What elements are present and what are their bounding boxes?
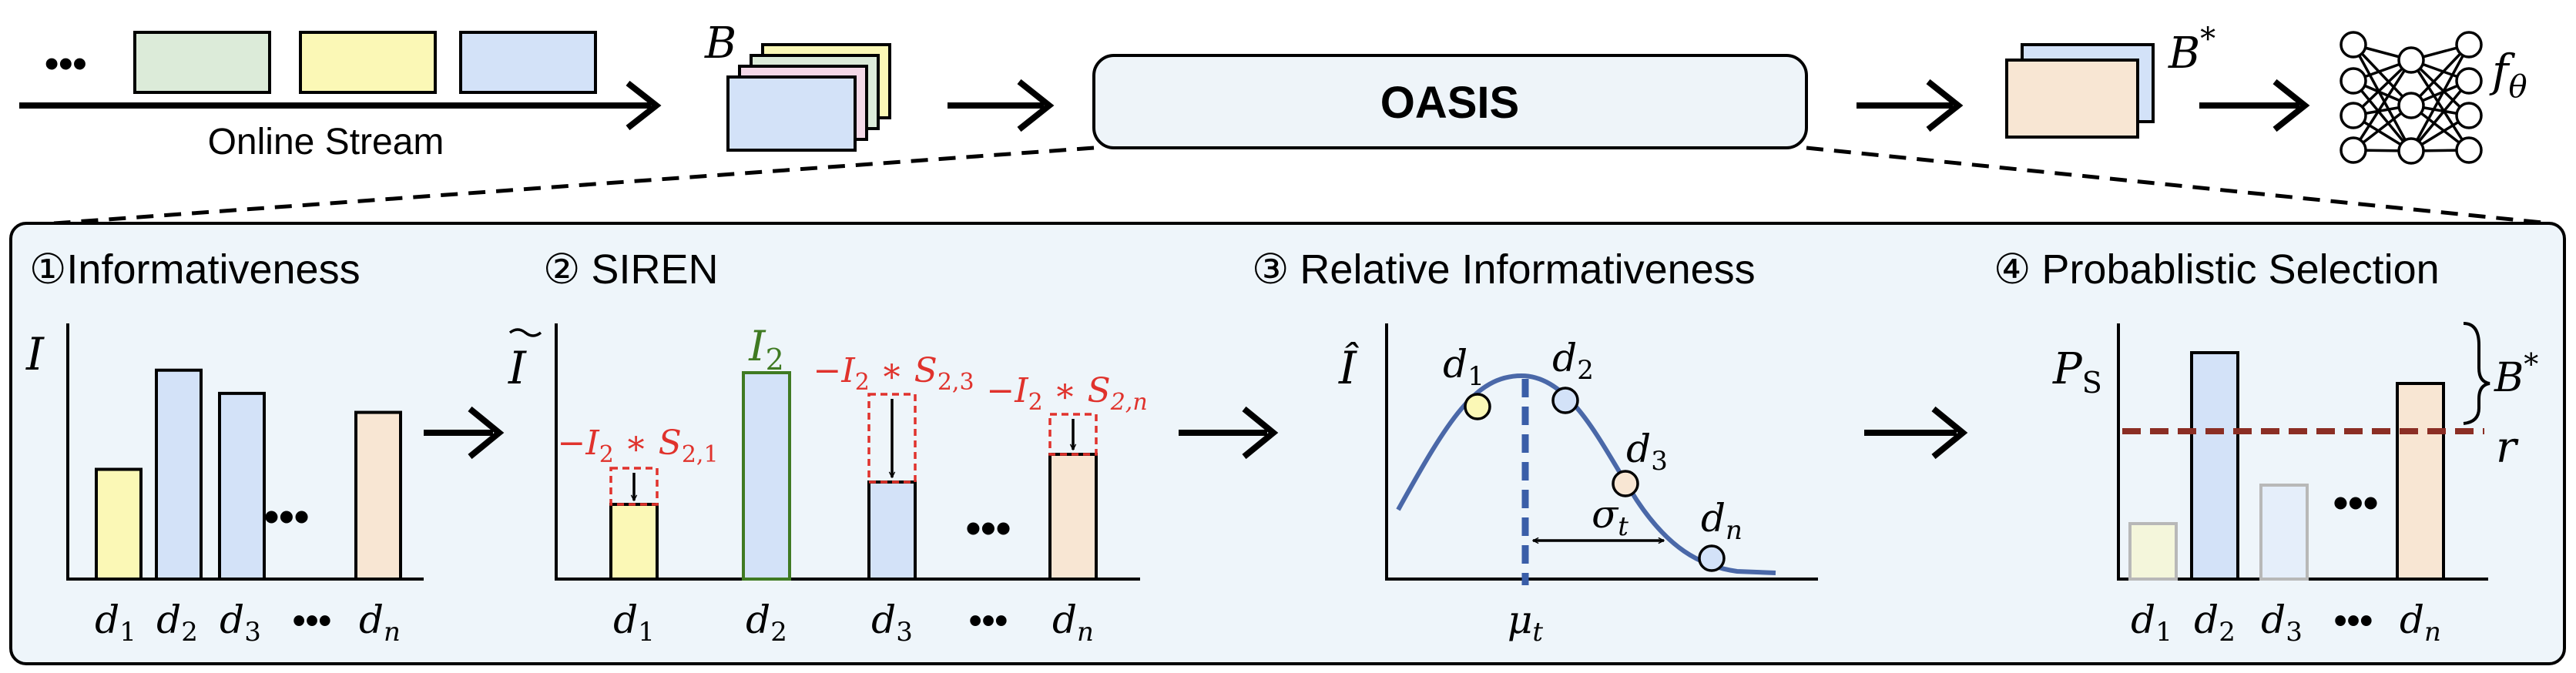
batch-stack: [726, 43, 891, 152]
panel-1-bars: [95, 368, 402, 581]
panel-4-ellipsis: •••: [2333, 478, 2379, 527]
panel-2-label-dn: dn: [1052, 598, 1094, 648]
panel-1-label-d2: d2: [156, 598, 198, 648]
panel-2-penalty-label-dn: −I2 ∗ S2,n: [986, 371, 1147, 416]
panel-4-label-dn: dn: [2400, 598, 2441, 648]
arrow-to-selected-head: [1926, 79, 1964, 132]
panel-1-bar-d1: [95, 467, 143, 581]
arrow-p3-p4-head: [1931, 406, 1968, 460]
stream-item-yellow: [299, 31, 437, 94]
panel-2-penalty-box-d1: [609, 467, 659, 506]
panel-2-i2-label: I2: [748, 322, 784, 377]
panel-3-point-dn: [1698, 544, 1726, 572]
stream-ellipsis: •••: [45, 42, 87, 86]
batch-var: B: [704, 18, 736, 69]
panel-2-label-d1: d1: [613, 598, 655, 648]
panel-1-label-dn: dn: [359, 598, 401, 648]
panel-3-point-d2: [1551, 387, 1579, 414]
panel-3-label-d2: d2: [1552, 336, 1594, 386]
panel-4-label-d2: d2: [2194, 598, 2236, 648]
arrow-p2-p3-head: [1242, 406, 1279, 460]
panel-2-bar-d3: [867, 480, 917, 581]
panel-4-label-ellipsis: •••: [2334, 601, 2373, 641]
panel-4-bar-d3: [2259, 484, 2309, 581]
panel-2-penalty-box-dn: [1048, 413, 1098, 456]
stream-arrow-head: [626, 80, 662, 131]
stream-item-blue: [459, 31, 597, 94]
panel-4-bar-d2: [2190, 351, 2239, 581]
arrow-to-oasis-head: [1017, 79, 1055, 132]
panel-informativeness: ①Informativeness I ••• d1 d2 d3 ••• dn: [25, 246, 424, 648]
stream-item-green: [133, 31, 271, 94]
panel-3-mu-label: μt: [1508, 598, 1544, 648]
panel-3-label-d3: d3: [1626, 427, 1668, 477]
panel-4-selected-var: B*: [2494, 347, 2538, 401]
panel-2-label-d3: d3: [871, 598, 913, 648]
neural-network-icon: [2340, 31, 2483, 165]
panel-2-penalty-label-d1: −I2 ∗ S2,1: [557, 424, 718, 468]
panel-2-penalty-label-d3: −I2 ∗ S2,3: [813, 351, 974, 396]
panel-2-bar-dn: [1048, 453, 1098, 581]
panel-3-point-d3: [1612, 470, 1639, 497]
panel-2-penalty-box-d3: [867, 393, 917, 484]
panel-1-bar-dn: [354, 410, 402, 581]
selected-batch-stack: [2005, 43, 2155, 139]
panel-2-x-labels: d1 d2 d3 ••• dn: [613, 598, 1094, 648]
panel-4-ylabel: PS: [2052, 344, 2102, 400]
zoom-line-left: [53, 146, 1095, 226]
panel-2-label-ellipsis: •••: [969, 601, 1008, 641]
panel-4-bar-d1: [2128, 522, 2178, 581]
panel-4-x-labels: d1 d2 d3 ••• dn: [2131, 598, 2441, 648]
panel-3-label-d1: d1: [1443, 342, 1484, 392]
panel-4-threshold-label: r: [2496, 423, 2519, 473]
model-var: fθ: [2489, 45, 2527, 105]
panel-3-sigma-label: σt: [1592, 492, 1628, 542]
panel-2-ylabel: I: [508, 342, 527, 394]
panel-2-ylabel-tilde: [508, 328, 542, 337]
panel-1-ylabel: I: [25, 328, 45, 380]
panel-2-bar-d2: [742, 371, 791, 581]
panel-2-bar-d1: [609, 503, 659, 581]
panel-3-ylabel: Î: [1338, 342, 1360, 394]
panel-3-label-dn: dn: [1701, 496, 1742, 546]
top-pipeline: ••• Online Stream B OASIS B*: [19, 18, 2527, 165]
panel-2-label-d2: d2: [746, 598, 787, 648]
panel-4-label-d1: d1: [2131, 598, 2172, 648]
panel-1-label-d1: d1: [95, 598, 136, 648]
panel-1-x-labels: d1 d2 d3 ••• dn: [95, 598, 401, 648]
panel-4-selection-brace: [2463, 322, 2490, 425]
panel-1-ellipsis: •••: [264, 492, 310, 541]
method-name: OASIS: [1380, 78, 1520, 128]
panel-4-label-d3: d3: [2261, 598, 2303, 648]
stream-label: Online Stream: [208, 122, 444, 162]
panel-1-bar-d3: [218, 391, 266, 581]
panel-3-point-d1: [1464, 393, 1491, 420]
arrow-to-model-head: [2272, 79, 2310, 132]
zoom-line-right: [1806, 146, 2551, 226]
selected-var: B*: [2168, 22, 2215, 79]
panel-2-ellipsis: •••: [966, 504, 1011, 552]
panel-3-curve: [1396, 373, 1776, 575]
panel-1-label-ellipsis: •••: [293, 601, 331, 641]
panel-4-bar-dn: [2396, 382, 2445, 581]
panel-1-label-d3: d3: [220, 598, 261, 648]
arrow-p1-p2-head: [468, 406, 505, 460]
method-box: [1092, 54, 1808, 149]
panel-1-bar-d2: [155, 368, 203, 581]
panel-1-title: ①Informativeness: [29, 246, 361, 293]
